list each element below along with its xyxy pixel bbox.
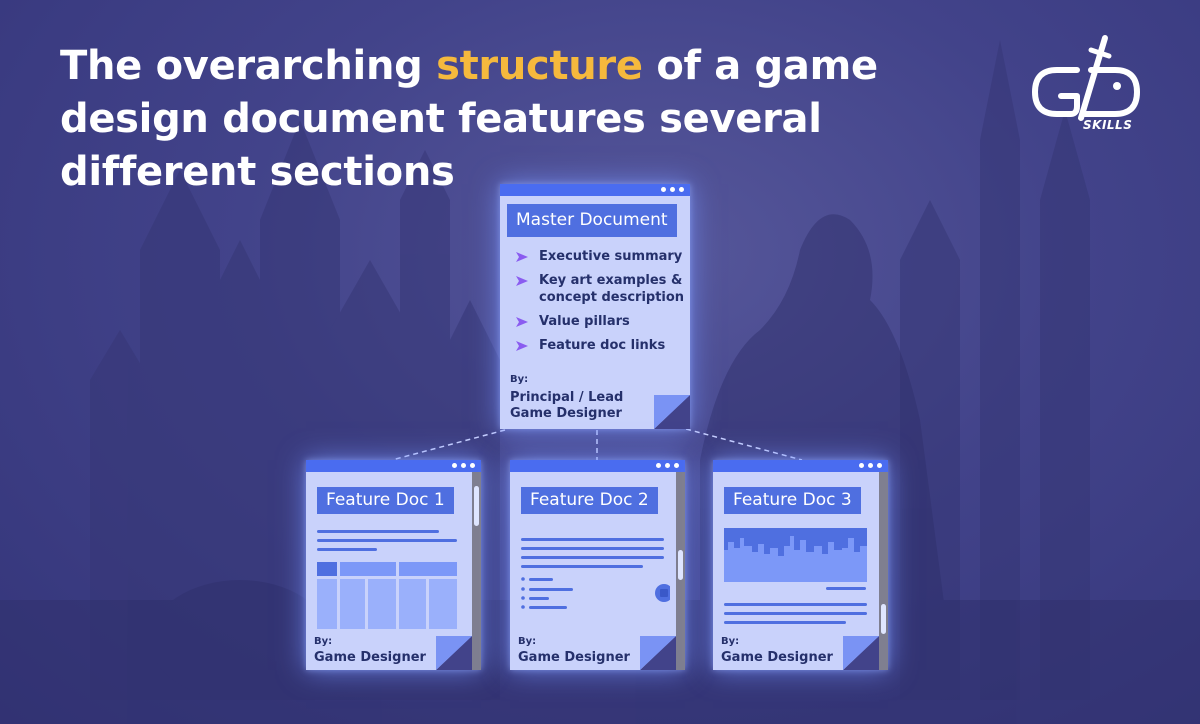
list-item: Feature doc links	[516, 337, 686, 354]
list-item: Key art examples & concept description	[516, 272, 686, 306]
author-line: Game Designer	[314, 650, 426, 665]
arrow-icon	[516, 252, 528, 262]
page-title: The overarching structure of a game desi…	[60, 40, 1020, 199]
logo-text: SKILLS	[1083, 118, 1133, 132]
author-line-1: Principal / Lead	[510, 390, 624, 405]
image-graphic	[724, 528, 867, 582]
page-fold	[436, 636, 472, 670]
feature-doc-2: Feature Doc 2 By: Game Designer	[510, 460, 685, 670]
window-title-bar	[306, 460, 481, 472]
feature-doc-3: Feature Doc 3 By: Game Designer	[713, 460, 888, 670]
window-dots	[661, 187, 684, 192]
master-document: Master Document Executive summary Key ar…	[500, 184, 690, 429]
title-part-2: of a game design document features sever…	[60, 43, 878, 195]
by-label: By:	[510, 374, 529, 385]
scrollbar[interactable]	[879, 472, 888, 670]
arrow-icon	[516, 341, 528, 351]
author-line: Game Designer	[518, 650, 630, 665]
arrow-icon	[516, 317, 528, 327]
window-title-bar	[500, 184, 690, 196]
by-label: By:	[721, 636, 740, 647]
page-fold	[843, 636, 879, 670]
list-item-label: Value pillars	[539, 314, 630, 329]
feature-doc-title: Feature Doc 1	[317, 487, 454, 514]
window-title-bar	[713, 460, 888, 472]
feature-doc-title: Feature Doc 2	[521, 487, 658, 514]
arrow-icon	[516, 276, 528, 286]
page-fold	[654, 395, 690, 429]
window-dots	[452, 463, 475, 468]
window-dots	[656, 463, 679, 468]
window-title-bar	[510, 460, 685, 472]
window-dots	[859, 463, 882, 468]
author-line: Game Designer	[721, 650, 833, 665]
author-line-2: Game Designer	[510, 406, 622, 421]
by-label: By:	[314, 636, 333, 647]
gd-skills-logo	[1025, 30, 1145, 135]
bullet-list-graphic	[521, 577, 670, 609]
by-label: By:	[518, 636, 537, 647]
list-item: Executive summary	[516, 248, 686, 265]
list-item-label: Feature doc links	[539, 338, 666, 353]
scrollbar[interactable]	[472, 472, 481, 670]
master-doc-title: Master Document	[507, 204, 677, 237]
list-item: Value pillars	[516, 313, 686, 330]
feature-doc-1: Feature Doc 1 By: Game Designer	[306, 460, 481, 670]
list-item-label: Key art examples & concept description	[539, 273, 685, 305]
master-doc-list: Executive summary Key art examples & con…	[516, 248, 686, 361]
title-part-1: The overarching	[60, 43, 437, 89]
title-highlight: structure	[436, 43, 643, 89]
scrollbar[interactable]	[676, 472, 685, 670]
table-graphic	[317, 562, 457, 629]
list-item-label: Executive summary	[539, 249, 683, 264]
page-fold	[640, 636, 676, 670]
feature-doc-title: Feature Doc 3	[724, 487, 861, 514]
